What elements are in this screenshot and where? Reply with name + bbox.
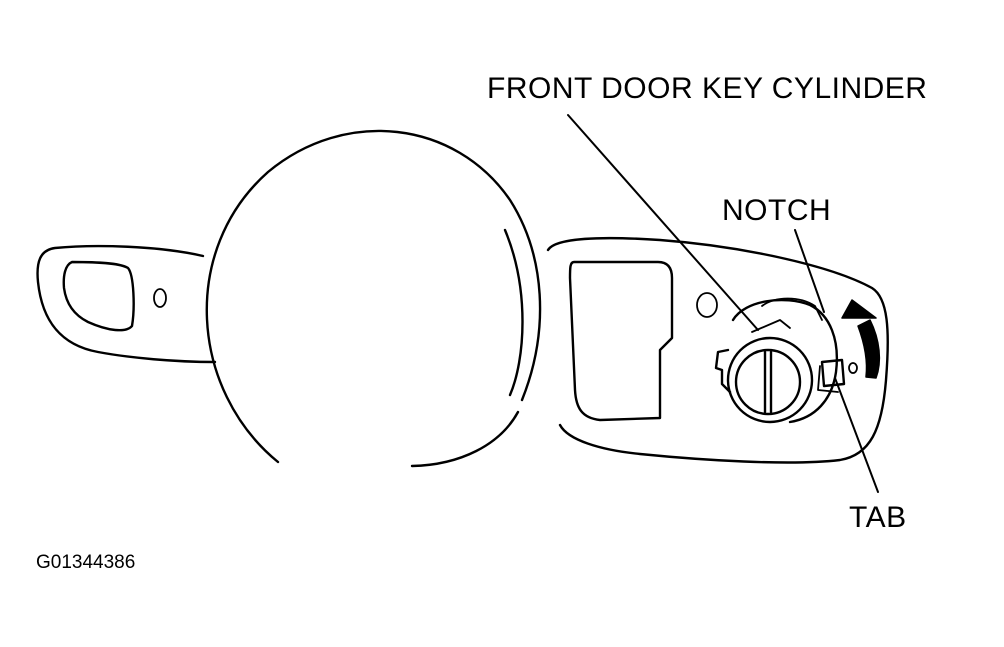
left-handle-escutcheon (36, 244, 217, 364)
tab-part (817, 358, 846, 393)
right-handle-escutcheon (546, 236, 889, 464)
figure-id: G01344386 (36, 552, 136, 573)
rotation-arrow-icon (841, 299, 881, 379)
notch-leader (794, 229, 825, 313)
key-cylinder-assembly (714, 297, 858, 424)
key-cylinder-leader (567, 114, 759, 331)
handle-pocket-circle (205, 129, 542, 468)
notch-label: NOTCH (722, 194, 832, 227)
tab-label: TAB (849, 501, 907, 534)
tab-leader (834, 377, 879, 493)
key-cylinder-label: FRONT DOOR KEY CYLINDER (487, 72, 928, 105)
